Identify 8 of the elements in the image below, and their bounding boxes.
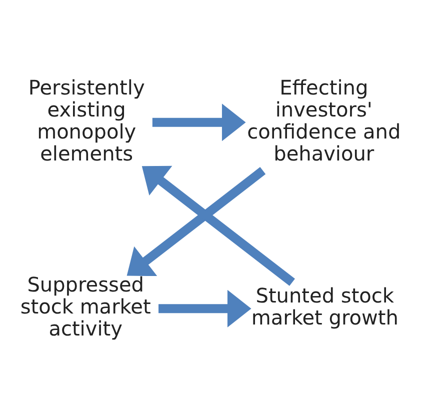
node-text: Persistently existing monopoly elements [28,75,144,166]
arrow [126,167,266,276]
arrow [141,166,294,286]
arrow [158,290,251,328]
node-text: Effecting investors' confidence and behaviour [246,75,400,166]
node-text: Stunted stock market growth [250,284,398,330]
node-text: Suppressed stock market activity [20,272,150,341]
arrow [152,104,246,142]
